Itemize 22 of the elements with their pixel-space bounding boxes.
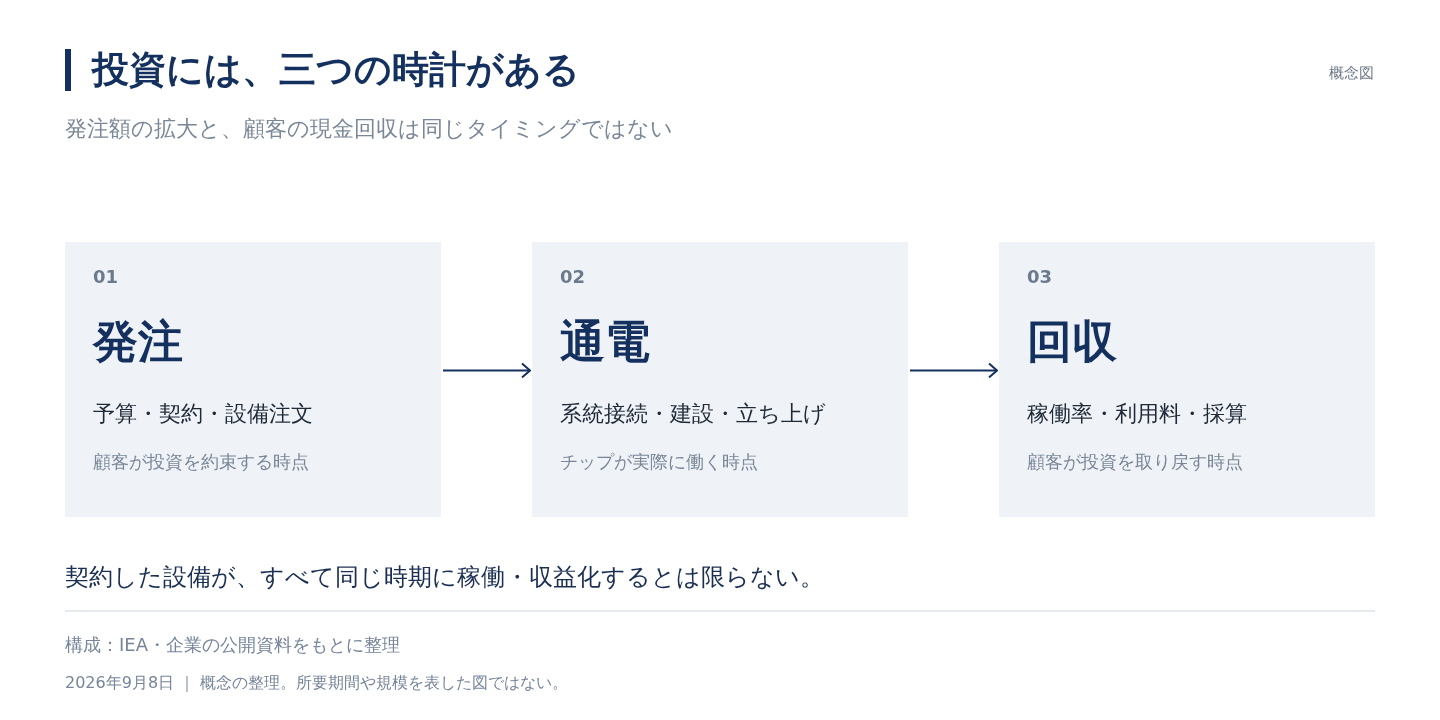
step-number: 01 bbox=[93, 265, 119, 289]
subtitle: 発注額の拡大と、顧客の現金回収は同じタイミングではない bbox=[65, 115, 673, 143]
title: 投資には、三つの時計がある bbox=[92, 47, 580, 93]
arrow bbox=[909, 362, 998, 379]
step-number: 02 bbox=[560, 265, 586, 289]
figure-tag: 概念図 bbox=[1329, 62, 1374, 84]
step-items: 稼働率・利用料・採算 bbox=[1027, 400, 1247, 428]
date-note: 2026年9月8日 ｜ 概念の整理。所要期間や規模を表した図ではない。 bbox=[65, 672, 569, 694]
arrow bbox=[442, 362, 531, 379]
conclusion-text: 契約した設備が、すべて同じ時期に稼働・収益化するとは限らない。 bbox=[65, 562, 824, 593]
step-note: チップが実際に働く時点 bbox=[560, 450, 758, 474]
step-number: 03 bbox=[1027, 265, 1053, 289]
source-note: 構成：IEA・企業の公開資料をもとに整理 bbox=[65, 633, 400, 657]
step-items: 予算・契約・設備注文 bbox=[93, 400, 313, 428]
step-title: 通電 bbox=[560, 314, 650, 370]
step-card bbox=[532, 242, 908, 517]
step-note: 顧客が投資を取り戻す時点 bbox=[1027, 450, 1243, 474]
step-card bbox=[999, 242, 1375, 517]
step-title: 回収 bbox=[1027, 314, 1117, 370]
step-items: 系統接続・建設・立ち上げ bbox=[560, 400, 826, 428]
step-note: 顧客が投資を約束する時点 bbox=[93, 450, 309, 474]
step-title: 発注 bbox=[93, 314, 183, 370]
